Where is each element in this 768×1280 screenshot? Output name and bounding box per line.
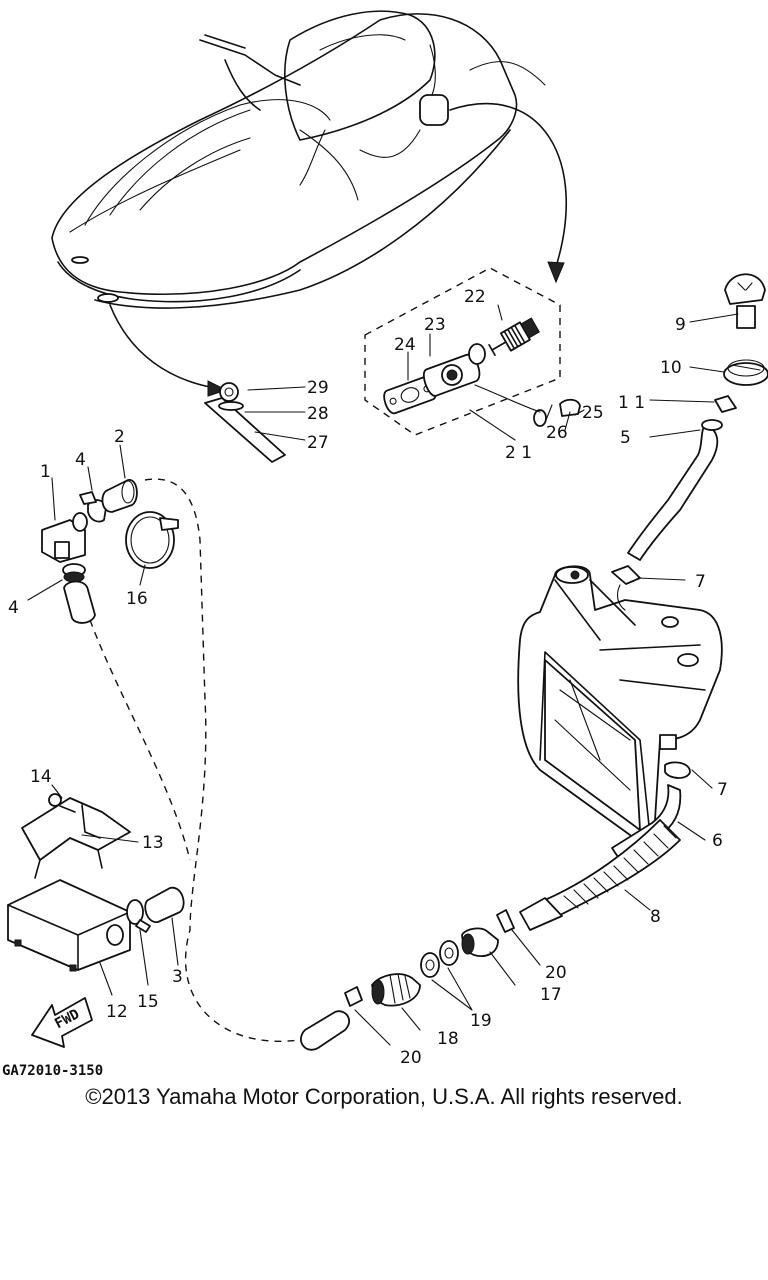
parts-diagram: FWD 1 2 [2,10,768,1079]
callout-24: 24 [394,335,416,355]
callout-14: 14 [30,767,52,787]
callout-11: 1 1 [618,393,645,413]
box-12 [7,879,131,972]
fitting-1 [41,512,88,563]
callout-6: 6 [712,831,723,851]
callout-8: 8 [650,907,661,927]
copyright-notice: ©2013 Yamaha Motor Corporation, U.S.A. A… [85,1084,683,1109]
callout-10: 10 [660,358,682,378]
routing-arrows [109,102,568,397]
hose-routing-line [144,478,301,1042]
callout-3: 3 [172,967,183,987]
clamp-4-upper [79,491,107,523]
diagram-code: GA72010-3150 [2,1063,103,1079]
callout-25: 25 [582,403,604,423]
callout-29: 29 [307,378,329,398]
callout-18: 18 [437,1029,459,1049]
pump-housing [517,565,723,841]
callout-16: 16 [126,589,148,609]
callout-20-left: 20 [400,1048,422,1068]
hose-3 [144,886,185,923]
callout-23: 23 [424,315,446,335]
callout-4-lower: 4 [8,598,19,618]
callout-28: 28 [307,404,329,424]
callout-21: 2 1 [505,443,532,463]
hose-2-short [101,479,138,513]
drain-plate-assembly [204,382,286,463]
callout-7-upper: 7 [695,572,706,592]
drain-plug-group [364,267,581,436]
hose-clamp-16 [125,511,179,569]
clip-7-lower [659,734,691,779]
callout-15: 15 [137,992,159,1012]
callout-2: 2 [114,427,125,447]
clamp-15 [126,899,151,933]
callout-4-upper: 4 [75,450,86,470]
callout-26: 26 [546,423,568,443]
fwd-arrow: FWD [31,997,93,1048]
callout-labels: 1 2 3 4 4 5 6 7 7 8 9 10 1 1 12 13 14 15… [8,287,728,1068]
watercraft-hull [51,10,546,309]
hose-short-lower [63,580,96,624]
callout-17: 17 [540,985,562,1005]
callout-19: 19 [470,1011,492,1031]
clamp-4-lower [62,563,86,583]
hose-routing-line-2 [89,619,191,861]
fittings-17-20 [300,909,515,1051]
bilge-hose [519,784,682,931]
callout-1: 1 [40,462,51,482]
callout-9: 9 [675,315,686,335]
callout-22: 22 [464,287,486,307]
callout-13: 13 [142,833,164,853]
callout-12: 12 [106,1002,128,1022]
bracket-13 [21,797,131,879]
cap-and-hose [627,273,768,561]
callout-20-right: 20 [545,963,567,983]
callout-27: 27 [307,433,329,453]
callout-5: 5 [620,428,631,448]
screw-14 [48,793,76,813]
callout-7-lower: 7 [717,780,728,800]
leader-lines [27,304,739,1046]
